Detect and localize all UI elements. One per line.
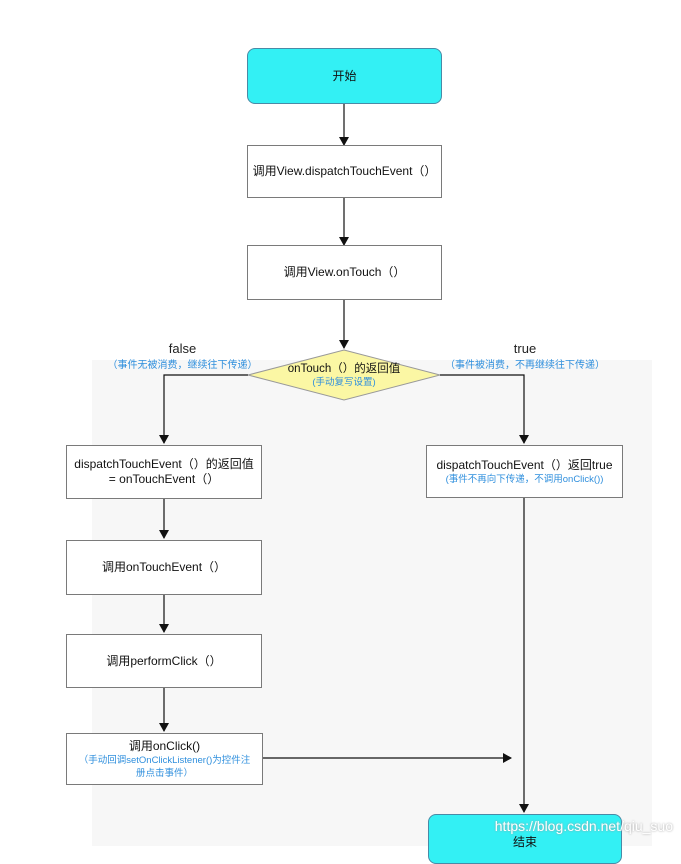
call-on-click-note-line2: 册点击事件） (135, 767, 193, 779)
watermark-text: https://blog.csdn.net/qiu_suo (494, 818, 673, 834)
start-label: 开始 (332, 68, 357, 83)
start-node: 开始 (247, 48, 442, 104)
false-branch-label: false （事件无被消费，继续往下传递） (100, 341, 265, 371)
false-branch-note: （事件无被消费，继续往下传递） (107, 360, 258, 371)
call-on-click-node: 调用onClick() （手动回调setOnClickListener()为控件… (66, 733, 263, 785)
call-on-click-note-line1: （手动回调setOnClickListener()为控件注 (78, 754, 251, 766)
true-branch-note: （事件被消费，不再继续往下传递） (445, 360, 605, 371)
true-return-line1: dispatchTouchEvent（）返回true (436, 457, 613, 472)
call-perform-click-label: 调用performClick（） (106, 653, 222, 668)
on-touch-label: 调用View.onTouch（） (283, 265, 406, 279)
false-return-line1: dispatchTouchEvent（）的返回值 (74, 457, 254, 471)
false-return-node: dispatchTouchEvent（）的返回值 = onTouchEvent（… (66, 445, 262, 499)
decision-label: onTouch（）的返回值 (手动复写设置) (258, 362, 430, 389)
on-touch-node: 调用View.onTouch（） (247, 245, 442, 300)
decision-diamond (246, 349, 442, 401)
dispatch-touch-event-node: 调用View.dispatchTouchEvent（） (247, 145, 442, 198)
end-label: 结束 (512, 835, 537, 849)
true-return-node: dispatchTouchEvent（）返回true (事件不再向下传递，不调用… (426, 445, 623, 498)
true-branch-title: true (513, 341, 537, 356)
true-return-note: (事件不再向下传递，不调用onClick()) (445, 473, 604, 485)
decision-note: (手动复写设置) (312, 377, 376, 388)
flowchart: 开始 调用View.dispatchTouchEvent（） 调用View.on… (66, 48, 673, 864)
arrow-true-branch (440, 374, 529, 444)
arrow-false-branch (159, 374, 248, 444)
true-branch-label: true （事件被消费，不再继续往下传递） (436, 341, 614, 371)
call-on-click-label: 调用onClick() (128, 738, 201, 753)
false-return-line2: = onTouchEvent（） (108, 472, 220, 486)
call-on-touch-event-label: 调用onTouchEvent（） (101, 560, 227, 574)
connector-layer (159, 104, 529, 813)
call-on-touch-event-node: 调用onTouchEvent（） (66, 540, 262, 595)
decision-title: onTouch（）的返回值 (287, 363, 401, 375)
call-perform-click-node: 调用performClick（） (66, 634, 262, 688)
false-branch-title: false (168, 341, 197, 356)
dispatch-touch-event-label: 调用View.dispatchTouchEvent（） (252, 164, 437, 178)
